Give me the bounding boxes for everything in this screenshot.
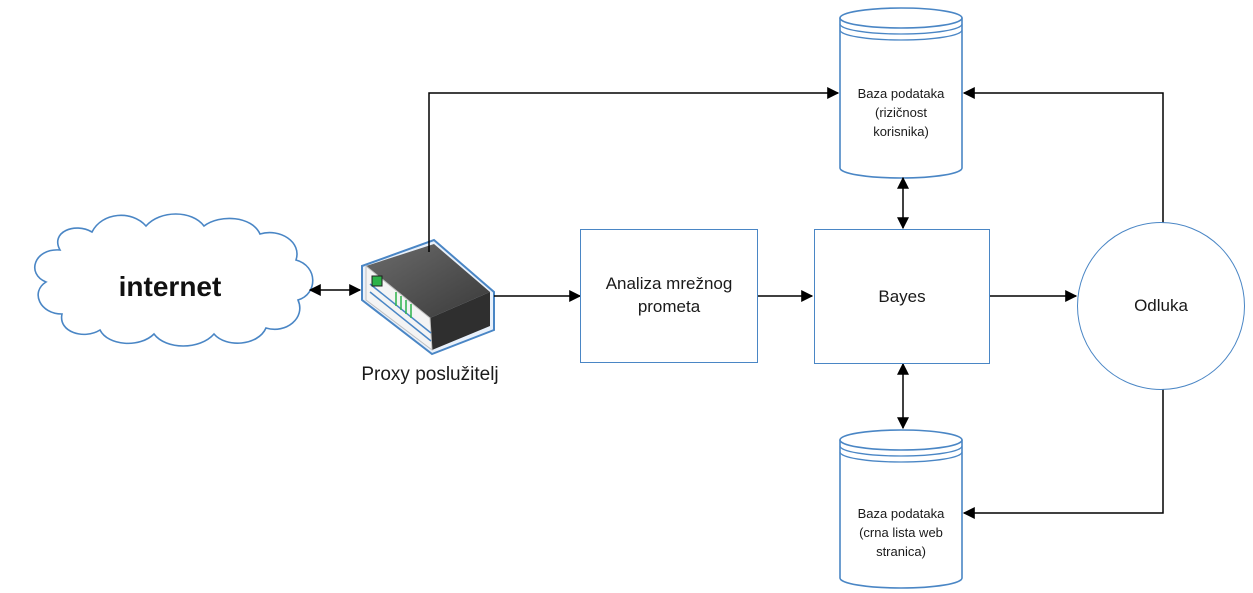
proxy-label: Proxy poslužitelj <box>361 364 499 385</box>
db-top-line1: Baza podataka <box>857 86 945 101</box>
db-top-line3: korisnika) <box>873 124 929 139</box>
db-top-line2: (rizičnost <box>874 105 927 120</box>
internet-cloud <box>34 213 314 347</box>
connectors <box>308 87 1164 519</box>
db-bottom-line2: (crna lista web <box>859 525 943 540</box>
analysis-box: Analiza mrežnog prometa <box>580 229 758 363</box>
db-bottom-cylinder <box>839 429 963 589</box>
decision-circle: Odluka <box>1077 222 1245 390</box>
arrow-proxy-dbtop <box>428 87 840 252</box>
db-bottom-line1: Baza podataka <box>857 506 945 521</box>
db-bottom-line3: stranica) <box>876 544 926 559</box>
proxy-server-icon <box>361 238 495 356</box>
bayes-label: Bayes <box>878 286 926 306</box>
db-bottom-label: Baza podataka (crna lista web stranica) <box>838 504 964 561</box>
db-top-label: Baza podataka (rizičnost korisnika) <box>842 84 960 141</box>
db-top-cylinder <box>839 7 963 179</box>
decision-label: Odluka <box>1134 296 1188 315</box>
internet-label: internet <box>118 271 222 302</box>
analysis-label: Analiza mrežnog prometa <box>605 274 733 316</box>
bayes-box: Bayes <box>814 229 990 364</box>
arrow-decision-dbtop <box>962 87 1164 223</box>
arrow-decision-dbbottom <box>962 388 1164 519</box>
